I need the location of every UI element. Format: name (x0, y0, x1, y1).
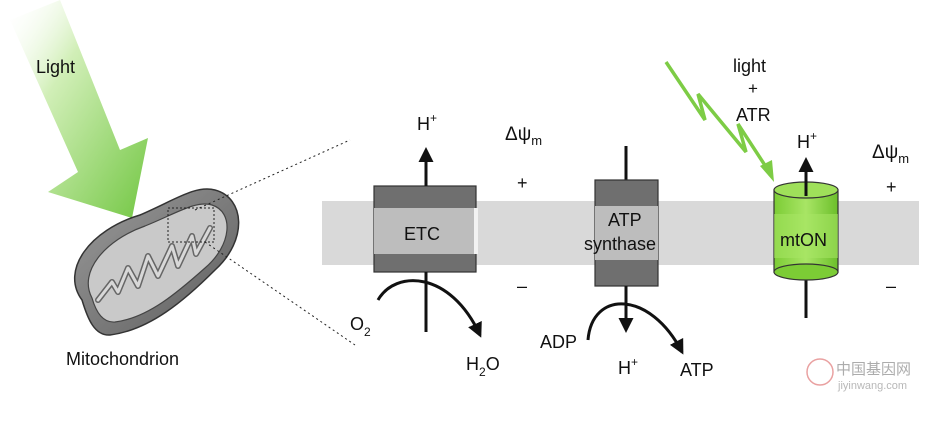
delta-psi-1: Δψm (505, 124, 542, 148)
light-atr-line1: light (733, 56, 766, 76)
light-atr-line3: ATR (736, 105, 771, 125)
h-plus-mton: H+ (797, 129, 817, 152)
atp-synthase-label-1: ATP (608, 210, 642, 230)
zoom-line-top (194, 139, 351, 211)
h2o-label: H2O (466, 354, 500, 379)
atp-label: ATP (680, 360, 714, 380)
mton-label: mtON (780, 230, 827, 250)
watermark: 中国基因网 jiyinwang.com (806, 358, 911, 392)
plus-sign-1: + (517, 173, 528, 193)
adp-label: ADP (540, 332, 577, 352)
etc-complex (373, 147, 482, 338)
etc-label: ETC (404, 224, 440, 244)
watermark-cn: 中国基因网 (836, 361, 911, 378)
mton-channel (773, 157, 839, 318)
plus-sign-2: + (886, 177, 897, 197)
light-zigzag-arrow (664, 61, 774, 182)
zoom-line-bottom (204, 241, 356, 346)
atp-synthase (586, 146, 684, 355)
mitochondrion-label: Mitochondrion (66, 349, 179, 369)
minus-sign-2: – (886, 276, 896, 296)
watermark-url: jiyinwang.com (837, 380, 907, 392)
minus-sign-1: – (517, 276, 527, 296)
o2-label: O2 (350, 314, 371, 339)
light-label: Light (36, 57, 75, 77)
light-atr-line2: + (748, 79, 758, 98)
atp-synthase-label-2: synthase (584, 234, 656, 254)
mitochondrion-illustration (74, 188, 240, 336)
h-plus-etc: H+ (417, 111, 437, 134)
h-plus-atp: H+ (618, 355, 638, 378)
delta-psi-2: Δψm (872, 142, 909, 166)
light-arrow (10, 0, 148, 218)
